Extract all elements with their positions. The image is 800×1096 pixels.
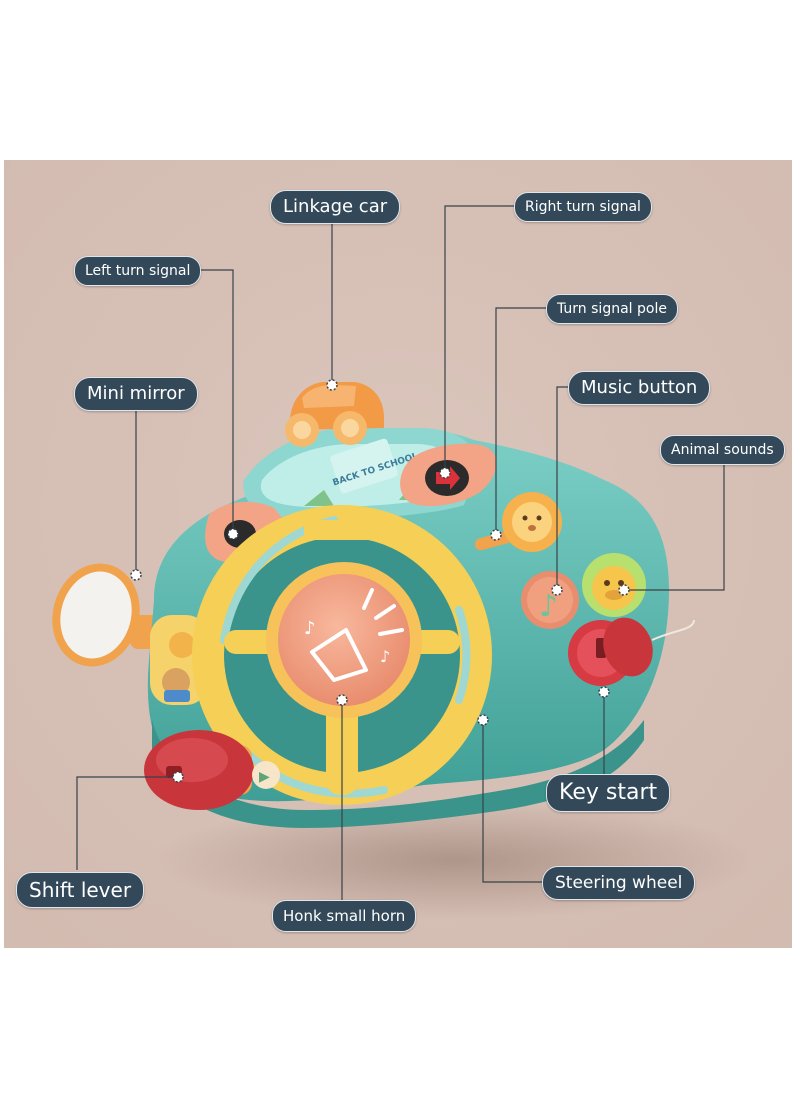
callout-right-turn-signal: Right turn signal — [514, 192, 652, 222]
callout-turn-signal-pole: Turn signal pole — [546, 294, 678, 324]
callout-music-button: Music button — [568, 371, 711, 405]
megaphone-icon — [310, 628, 368, 682]
callout-animal-sounds: Animal sounds — [660, 435, 785, 465]
svg-text:▶: ▶ — [259, 769, 270, 785]
key-start[interactable] — [568, 611, 695, 686]
svg-text:♪: ♪ — [380, 647, 390, 666]
product-photo: BACK TO SCHOOL — [4, 160, 792, 948]
mini-mirror[interactable] — [41, 554, 166, 677]
linkage-car[interactable] — [285, 382, 384, 447]
music-button[interactable]: ♪ — [521, 571, 579, 629]
callout-shift-lever: Shift lever — [16, 872, 145, 908]
music-note-icon: ♪ — [539, 589, 558, 624]
callout-key-start: Key start — [546, 774, 671, 812]
animal-sounds-button[interactable] — [582, 553, 646, 617]
shift-lever[interactable] — [144, 730, 254, 810]
callout-steering-wheel: Steering wheel — [542, 866, 696, 900]
target-dots — [130, 379, 630, 783]
callout-mini-mirror: Mini mirror — [74, 377, 198, 411]
svg-text:♪: ♪ — [304, 618, 316, 639]
play-button[interactable]: ▶ — [252, 761, 280, 789]
callout-left-turn-signal: Left turn signal — [74, 256, 202, 286]
callout-honk-small-horn: Honk small horn — [272, 900, 417, 932]
honk-small-horn[interactable]: ♪ ♪ — [266, 562, 422, 718]
lion-button[interactable] — [502, 492, 562, 552]
callout-linkage-car: Linkage car — [270, 190, 401, 224]
leader-lines — [76, 205, 725, 900]
